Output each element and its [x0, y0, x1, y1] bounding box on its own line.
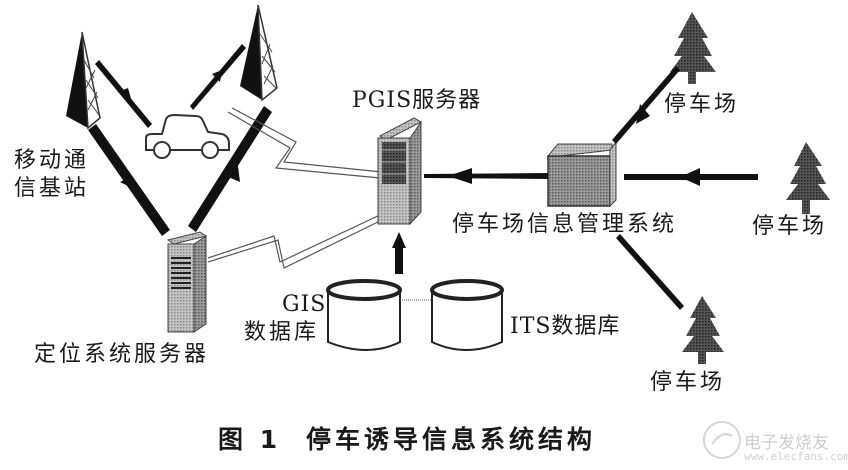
- parking-lot-1-tree-icon: [670, 12, 716, 84]
- base-station-right-icon: [240, 4, 278, 102]
- arrow-gis-db-to-pgis: [392, 232, 406, 274]
- car-icon: [145, 113, 230, 159]
- arrow-tower-left-to-location-server: [88, 124, 170, 236]
- arrow-parking-lot-2-to-info-system: [624, 168, 758, 186]
- pgis-server-icon: [377, 117, 423, 226]
- arrow-parking-lot-3-to-info-system: [616, 234, 684, 310]
- arrow-car-to-tower-right: [190, 44, 246, 110]
- location-server-icon: [166, 231, 208, 333]
- parking-lot-2-tree-icon: [786, 142, 830, 214]
- label-parking-lot-3: 停车场: [650, 370, 726, 395]
- wireless-link-location-to-pgis: [207, 213, 383, 269]
- gis-database-icon: [326, 279, 402, 351]
- label-location-server: 定位系统服务器: [34, 342, 210, 367]
- label-parking-lot-1: 停车场: [664, 92, 740, 117]
- arrow-parking-lot-1-to-info-system: [612, 66, 680, 144]
- watermark-url: www.elecfans.com: [744, 450, 848, 463]
- label-pgis-server: PGIS服务器: [352, 88, 482, 113]
- figure-number: 图 1: [218, 425, 282, 454]
- watermark-brand: 电子发烧友: [744, 433, 829, 453]
- base-station-left-icon: [66, 31, 101, 130]
- label-base-station-line2: 信基站: [14, 176, 90, 201]
- label-parking-lot-2: 停车场: [752, 214, 828, 239]
- parking-lot-3-tree-icon: [682, 296, 724, 364]
- figure-title: 停车诱导信息系统结构: [306, 425, 597, 454]
- label-base-station-line1: 移动通: [14, 148, 90, 173]
- watermark-logo-icon: [703, 421, 741, 459]
- label-gis-db-line2: 数据库: [244, 320, 320, 345]
- arrow-tower-left-to-car: [95, 60, 152, 128]
- label-gis-db-line1: GIS: [282, 292, 327, 317]
- arrow-tower-right-to-location-server: [188, 106, 272, 232]
- its-database-icon: [430, 279, 504, 351]
- parking-info-system-icon: [546, 140, 617, 208]
- label-parking-info-system: 停车场信息管理系统: [452, 212, 678, 237]
- label-its-db: ITS数据库: [510, 314, 621, 339]
- arrow-info-system-to-pgis: [424, 168, 548, 184]
- wireless-link-car-to-pgis: [227, 107, 383, 179]
